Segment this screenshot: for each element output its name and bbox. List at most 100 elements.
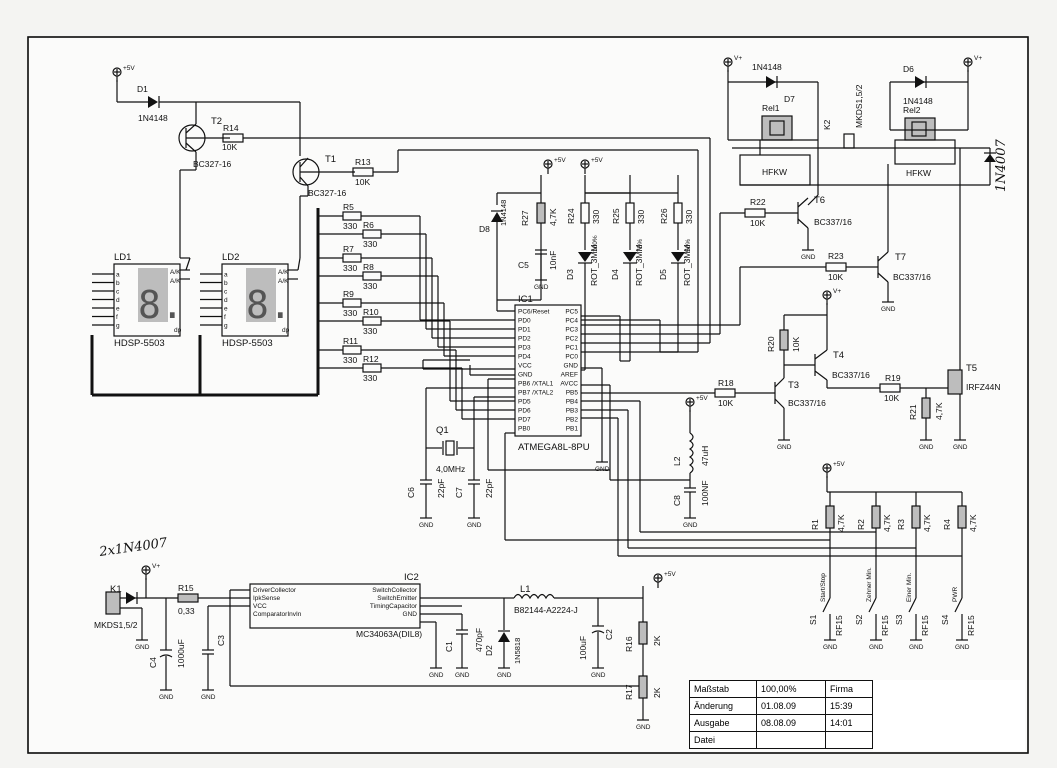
ld1-ak1: A/K	[170, 269, 181, 276]
r17-ref: R17	[624, 684, 634, 700]
ld1-digit: 8.	[138, 283, 184, 327]
c3-ref: C3	[216, 635, 226, 646]
c4-val: 1000uF	[176, 639, 186, 668]
ld1-pin-d: d	[116, 297, 120, 304]
d5-pct: 50%	[685, 239, 692, 252]
ic1-left-pin-7: GND	[518, 372, 533, 379]
r24-ref: R24	[566, 208, 576, 224]
supply-symbol-8: +5V	[822, 461, 845, 478]
supply-symbol-7: +5V	[685, 395, 708, 412]
buck-output: C1 470pF L1 B82144-A2224-J D2 1N5818 100…	[420, 584, 662, 720]
r26-ref: R26	[659, 208, 669, 224]
supply-label-7: +5V	[696, 395, 708, 402]
transistor-t2: T2 BC327-16	[178, 102, 232, 258]
rseg-val-3: 330	[363, 281, 377, 291]
datei-label: Datei	[689, 731, 757, 749]
supply-symbol-2: +5V	[543, 157, 566, 174]
resistor-r20	[779, 329, 789, 351]
rseg-val-2: 330	[343, 263, 357, 273]
d4-val: ROT_3MM	[634, 244, 644, 286]
rpull-val-3: 4,7K	[968, 514, 978, 532]
ic1-right-pin-7: AREF	[561, 372, 578, 379]
supply-label-9: +5V	[664, 571, 676, 578]
r20-val: 10K	[791, 337, 801, 352]
handwritten-note-right: 1N4007	[994, 139, 1009, 192]
t4-val: BC337/16	[832, 370, 870, 380]
rpull-ref-2: R3	[896, 519, 906, 530]
l2-val: 47uH	[700, 446, 710, 466]
ld1-dp: dp	[174, 327, 182, 334]
c8-val: 100NF	[700, 480, 710, 506]
t3-ref: T3	[788, 380, 799, 391]
pwm-driver: R18 10K T3 BC337/16 R20 10K T4 BC337/16 …	[581, 148, 1000, 440]
massstab-value: 100,00%	[756, 680, 826, 698]
ld2-dp: dp	[282, 327, 290, 334]
switch-fn-3: PWR	[952, 587, 959, 602]
ic1-left-pin-3: PD2	[518, 336, 531, 343]
ld2-digit: 8.	[246, 283, 292, 327]
reset-network: D8 1N4148 R27 4,7K C5 10nF	[479, 175, 558, 312]
ground-label-20: GND	[909, 644, 924, 651]
t1-ref: T1	[325, 154, 336, 165]
c5-ref: C5	[518, 260, 529, 270]
d4-pct: 75%	[637, 239, 644, 252]
relay-rel1	[761, 115, 793, 141]
ic1-right-pin-13: PB1	[566, 426, 579, 433]
ic1-right-pin-9: PB5	[566, 390, 579, 397]
ic1-right-pin-4: PC1	[565, 345, 578, 352]
r21-ref: R21	[908, 404, 918, 420]
transistor-t1: T1 BC327-16	[292, 102, 355, 258]
ic1-right-pin-2: PC3	[565, 327, 578, 334]
ld2-ak1: A/K	[278, 269, 289, 276]
supply-label-4: V+	[734, 55, 742, 62]
connector-k2	[843, 133, 855, 149]
l2-ref: L2	[672, 456, 682, 466]
q1-ref: Q1	[436, 425, 449, 436]
resistor-r17	[638, 675, 648, 699]
supply-label-6: V+	[833, 288, 841, 295]
d3-pct: 100%	[592, 235, 599, 252]
rseg-ref-1: R6	[363, 220, 374, 230]
rseg-ref-3: R8	[363, 262, 374, 272]
rel2-ref: Rel2	[903, 105, 921, 115]
ic2-val: MC34063A(DIL8)	[356, 629, 422, 639]
d1-val: 1N4148	[138, 113, 168, 123]
aenderung-time: 15:39	[825, 697, 873, 715]
ic2-right-pin-1: SwitchEmitter	[377, 595, 418, 602]
resistor-r27	[536, 202, 546, 224]
d3-val: ROT_3MM	[589, 244, 599, 286]
d3-ref: D3	[565, 269, 575, 280]
avcc-filter: L2 47uH C8 100NF	[581, 384, 710, 518]
ic2-right-pin-2: TimingCapacitor	[370, 603, 418, 610]
ld1-ak2: A/K	[170, 278, 181, 285]
ld2-val: HDSP-5503	[222, 338, 273, 349]
ld2-pin-a: a	[224, 272, 228, 279]
switch-val-2: RF15	[920, 615, 930, 636]
ic1-left-pin-2: PD1	[518, 327, 531, 334]
supply-symbol-1: V+	[141, 563, 160, 580]
ld1-pin-g: g	[116, 323, 120, 330]
rpull-ref-3: R4	[942, 519, 952, 530]
aenderung-label: Änderung	[689, 697, 757, 715]
ld2-pin-b: b	[224, 280, 228, 287]
rseg-val-1: 330	[363, 239, 377, 249]
title-block-blank	[873, 680, 1025, 751]
r25-val: 330	[636, 210, 646, 224]
ground-label-17: GND	[636, 724, 651, 731]
ic1-right-pin-11: PB3	[566, 408, 579, 415]
rseg-ref-5: R10	[363, 307, 379, 317]
ground-label-21: GND	[955, 644, 970, 651]
ground-label-19: GND	[869, 644, 884, 651]
rel1-val: HFKW	[762, 167, 787, 177]
ld1-pin-b: b	[116, 280, 120, 287]
ic1-right-pin-8: AVCC	[560, 381, 578, 388]
ld2-ak2: A/K	[278, 278, 289, 285]
ground-label-11: GND	[159, 694, 174, 701]
d2-val: 1N5818	[513, 638, 522, 664]
